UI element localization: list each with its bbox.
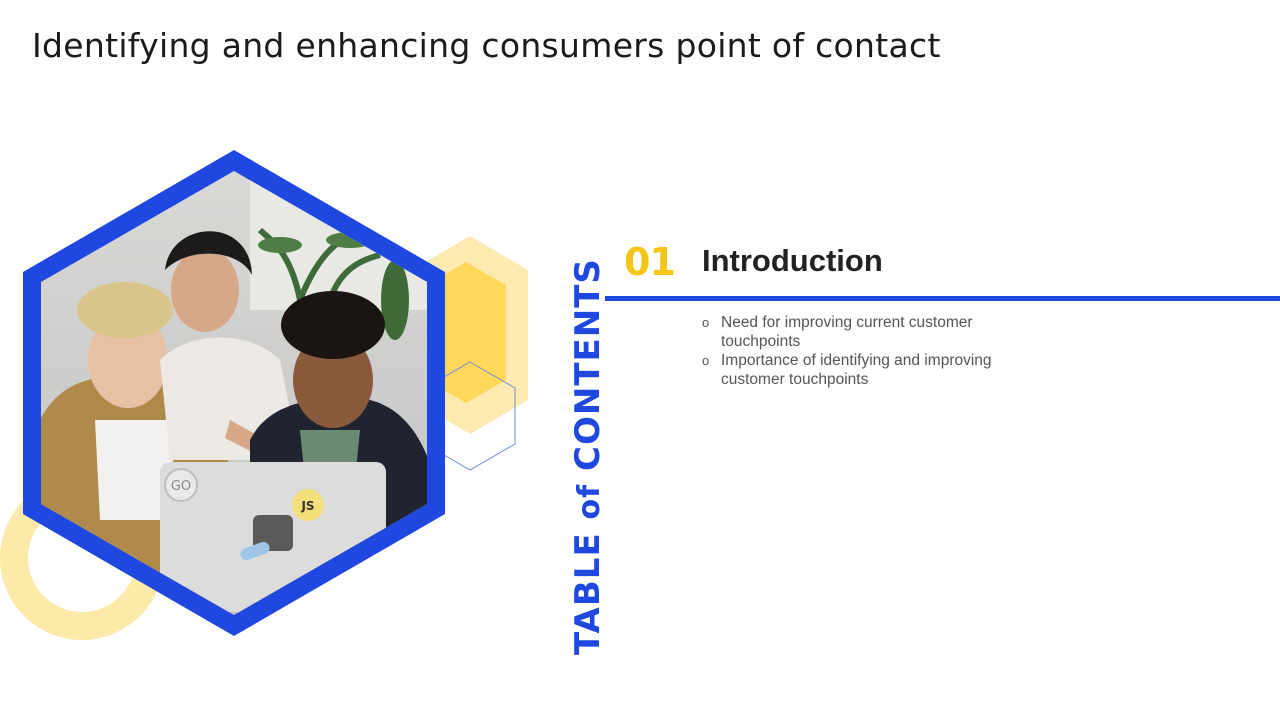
team-photo: GO JS [41, 171, 427, 615]
section-title: Introduction [702, 243, 883, 278]
yellow-hex-decor [426, 262, 506, 403]
section-divider [605, 296, 1280, 301]
bullet-item: o Need for improving current customer to… [702, 313, 1032, 351]
section-number: 01 [624, 240, 676, 284]
js-sticker: JS [300, 499, 314, 513]
bullet-item: o Importance of identifying and improvin… [702, 351, 1032, 389]
slide-title: Identifying and enhancing consumers poin… [32, 26, 941, 65]
section-bullets: o Need for improving current customer to… [702, 313, 1032, 389]
hero-art: GO JS [0, 150, 528, 640]
toc-label-of: of [572, 483, 607, 520]
bullet-text: Need for improving current customer touc… [721, 314, 973, 350]
toc-label-part1: TABLE [568, 519, 608, 655]
bullet-marker: o [702, 315, 710, 330]
bullet-marker: o [702, 353, 710, 368]
toc-label-part3: CONTENTS [568, 258, 608, 484]
table-of-contents-label: TABLE of CONTENTS [567, 258, 611, 655]
go-sticker: GO [171, 479, 191, 494]
bullet-text: Importance of identifying and improving … [721, 352, 992, 388]
